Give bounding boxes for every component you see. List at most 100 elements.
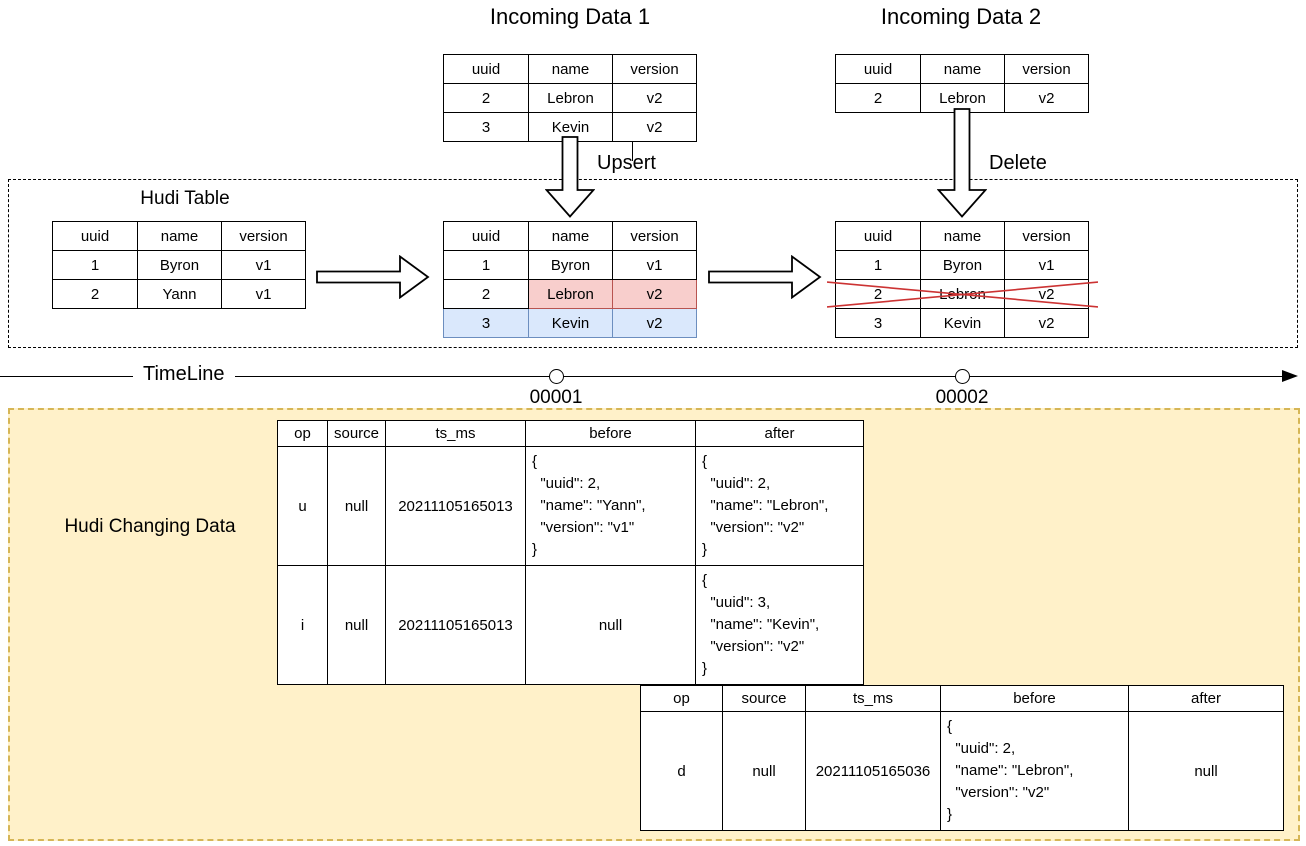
column-header: version bbox=[221, 221, 306, 251]
commit-1-marker-icon bbox=[549, 369, 564, 384]
table-cell: v2 bbox=[1004, 279, 1089, 309]
column-header: name bbox=[528, 221, 613, 251]
table-cell: v2 bbox=[612, 279, 697, 309]
table-cell: v1 bbox=[221, 279, 306, 309]
column-header: uuid bbox=[443, 54, 529, 84]
timeline-arrowhead-icon bbox=[1282, 370, 1298, 382]
upsert-label: Upsert bbox=[597, 152, 656, 174]
table-cell: v1 bbox=[612, 250, 697, 280]
table-cell: v2 bbox=[1004, 83, 1089, 113]
table-cell: { "uuid": 2, "name": "Yann", "version": … bbox=[525, 446, 696, 566]
table-cell: Kevin bbox=[920, 308, 1005, 338]
column-header: name bbox=[137, 221, 222, 251]
commit-1-label: 00001 bbox=[529, 387, 583, 408]
table-cell: 2 bbox=[52, 279, 138, 309]
column-header: name bbox=[528, 54, 613, 84]
transition-arrow-2-icon bbox=[708, 255, 822, 299]
table-cell: 20211105165013 bbox=[385, 446, 526, 566]
hudi-table-box bbox=[8, 179, 1298, 348]
table-cell: 2 bbox=[835, 83, 921, 113]
column-header: name bbox=[920, 221, 1005, 251]
table-cell: Byron bbox=[137, 250, 222, 280]
table-cell: i bbox=[277, 565, 328, 685]
table-cell: v1 bbox=[1004, 250, 1089, 280]
table-cell: 1 bbox=[443, 250, 529, 280]
table-cell: v1 bbox=[221, 250, 306, 280]
delete-label: Delete bbox=[989, 152, 1047, 174]
column-header: source bbox=[327, 420, 386, 447]
table-cell: null bbox=[327, 565, 386, 685]
column-header: after bbox=[1128, 685, 1284, 712]
table-cell: 3 bbox=[835, 308, 921, 338]
table-cell: Kevin bbox=[528, 308, 613, 338]
column-header: after bbox=[695, 420, 864, 447]
column-header: version bbox=[1004, 54, 1089, 84]
transition-arrow-1-icon bbox=[316, 255, 430, 299]
table-cell: 20211105165036 bbox=[805, 711, 941, 831]
table-cell: null bbox=[525, 565, 696, 685]
table-cell: v2 bbox=[612, 112, 697, 142]
table-cell: u bbox=[277, 446, 328, 566]
table-cell: null bbox=[722, 711, 806, 831]
hudi-table-title: Hudi Table bbox=[140, 188, 230, 209]
table-cell: v2 bbox=[612, 83, 697, 113]
incoming-data-1-title: Incoming Data 1 bbox=[489, 4, 651, 29]
table-cell: 3 bbox=[443, 308, 529, 338]
table-cell: { "uuid": 2, "name": "Lebron", "version"… bbox=[940, 711, 1129, 831]
table-cell: 1 bbox=[52, 250, 138, 280]
column-header: before bbox=[940, 685, 1129, 712]
table-cell: Lebron bbox=[528, 279, 613, 309]
table-cell: v2 bbox=[612, 308, 697, 338]
table-cell: 3 bbox=[443, 112, 529, 142]
column-header: version bbox=[612, 221, 697, 251]
commit-2-marker-icon bbox=[955, 369, 970, 384]
timeline-label: TimeLine bbox=[133, 363, 235, 386]
table-cell: 20211105165013 bbox=[385, 565, 526, 685]
column-header: source bbox=[722, 685, 806, 712]
table-cell: 1 bbox=[835, 250, 921, 280]
upsert-label-connector bbox=[632, 136, 633, 161]
column-header: before bbox=[525, 420, 696, 447]
column-header: uuid bbox=[52, 221, 138, 251]
table-cell: null bbox=[1128, 711, 1284, 831]
column-header: ts_ms bbox=[385, 420, 526, 447]
timeline-axis bbox=[0, 376, 1292, 377]
table-cell: v2 bbox=[1004, 308, 1089, 338]
table-cell: Byron bbox=[920, 250, 1005, 280]
column-header: uuid bbox=[835, 54, 921, 84]
column-header: op bbox=[640, 685, 723, 712]
column-header: ts_ms bbox=[805, 685, 941, 712]
table-cell: Lebron bbox=[920, 279, 1005, 309]
column-header: version bbox=[612, 54, 697, 84]
column-header: op bbox=[277, 420, 328, 447]
table-cell: { "uuid": 3, "name": "Kevin", "version":… bbox=[695, 565, 864, 685]
table-cell: 2 bbox=[443, 83, 529, 113]
column-header: uuid bbox=[835, 221, 921, 251]
